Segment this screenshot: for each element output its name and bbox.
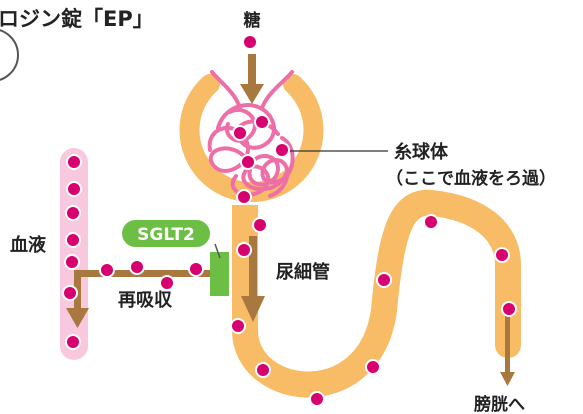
glucose-dot bbox=[236, 242, 252, 258]
glucose-dot bbox=[66, 154, 82, 170]
reabsorption-label: 再吸収 bbox=[118, 290, 173, 311]
tubule-label: 尿細管 bbox=[276, 261, 330, 283]
sugar-label: 糖 bbox=[244, 10, 261, 31]
glucose-dot bbox=[365, 359, 381, 375]
glucose-dot bbox=[494, 247, 510, 263]
glucose-dot bbox=[65, 205, 81, 221]
glucose-dot bbox=[240, 154, 256, 170]
glucose-dot bbox=[232, 125, 248, 141]
sglt2-badge bbox=[122, 220, 210, 247]
afferent-vessel bbox=[210, 70, 242, 110]
glucose-dot bbox=[230, 318, 246, 334]
bowman-capsule bbox=[179, 74, 324, 203]
sglt2-label: SGLT2 bbox=[137, 225, 195, 245]
glucose-dot bbox=[254, 114, 270, 130]
glucose-dot bbox=[65, 232, 81, 248]
page-title: ロジン錠「EP」 bbox=[0, 7, 154, 31]
to-bladder-arrow bbox=[500, 310, 515, 386]
glucose-dot bbox=[64, 254, 80, 270]
glucose-dot bbox=[255, 362, 271, 378]
glucose-dot bbox=[66, 181, 82, 197]
glucose-dots bbox=[62, 34, 517, 407]
glucose-dot bbox=[65, 334, 81, 350]
efferent-vessel bbox=[260, 70, 294, 110]
renal-tubule bbox=[232, 189, 521, 398]
glucose-dot bbox=[376, 272, 392, 288]
sglt2-pointer bbox=[214, 243, 221, 259]
glomerulus-note: （ここで血液をろ過） bbox=[386, 168, 556, 189]
cropped-circle-icon bbox=[0, 29, 19, 81]
glucose-dot bbox=[274, 142, 290, 158]
glucose-dot bbox=[309, 391, 325, 407]
glomerulus-coil bbox=[207, 103, 295, 198]
glucose-dot bbox=[129, 259, 145, 275]
tubule-neck bbox=[232, 205, 258, 235]
glucose-dot bbox=[62, 285, 78, 301]
blood-vessel bbox=[60, 148, 88, 360]
glucose-dot bbox=[501, 301, 517, 317]
glucose-dot bbox=[242, 34, 258, 50]
sglt2-transporter bbox=[210, 252, 229, 296]
glucose-dot bbox=[252, 217, 268, 233]
glomerulus-label: 糸球体 bbox=[394, 141, 449, 163]
glucose-dot bbox=[423, 214, 439, 230]
tubule-flow-arrow bbox=[241, 236, 265, 322]
sugar-inflow-arrow bbox=[240, 54, 264, 104]
glucose-dot bbox=[236, 189, 252, 205]
to-bladder-label: 膀胱へ bbox=[474, 394, 525, 414]
blood-label: 血液 bbox=[10, 234, 47, 256]
glucose-dot bbox=[99, 262, 115, 278]
glucose-dot bbox=[188, 261, 204, 277]
glucose-dot bbox=[159, 275, 175, 291]
